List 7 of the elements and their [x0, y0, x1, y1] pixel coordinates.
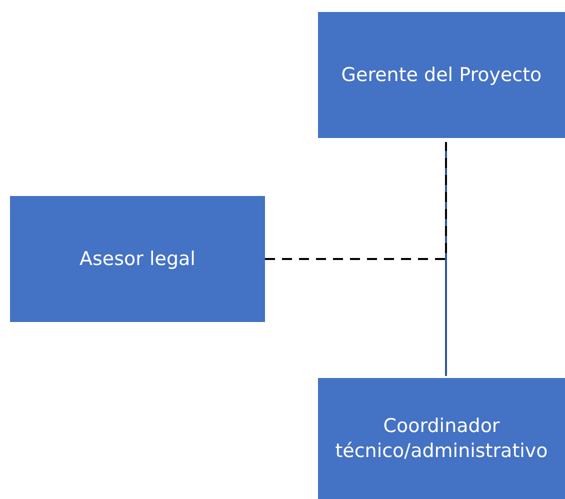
role-label: Gerente del Proyecto	[341, 62, 542, 88]
role-box	[318, 378, 565, 499]
role-box	[10, 196, 265, 322]
role-label: Coordinador técnico/administrativo	[334, 414, 549, 464]
role-box	[318, 12, 565, 138]
role-label: Asesor legal	[80, 246, 196, 272]
connector-line	[265, 142, 447, 260]
